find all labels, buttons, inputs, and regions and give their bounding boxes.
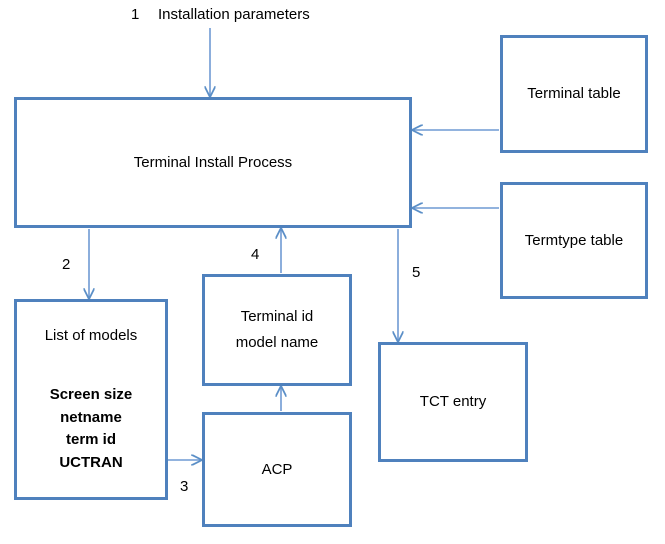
step-number-2: 2 xyxy=(62,256,71,273)
node-list-of-models: List of models Screen size netname term … xyxy=(14,299,168,500)
node-label-list-of-models-fields: Screen size netname term id UCTRAN xyxy=(49,386,133,471)
node-terminal-install-process: Terminal Install Process xyxy=(14,97,412,228)
node-label-acp: ACP xyxy=(261,460,293,478)
step-number-1: 1 xyxy=(131,6,140,23)
node-acp: ACP xyxy=(202,412,352,527)
node-tct-entry: TCT entry xyxy=(378,342,528,462)
node-termtype-table: Termtype table xyxy=(500,182,648,299)
node-terminal-table: Terminal table xyxy=(500,35,648,153)
step-number-3: 3 xyxy=(180,478,189,495)
node-label-terminal-id-model-name: Terminal id model name xyxy=(235,307,319,351)
caption-installation-parameters: Installation parameters xyxy=(158,6,310,23)
node-terminal-id-model-name: Terminal id model name xyxy=(202,274,352,386)
node-label-list-of-models-title: List of models xyxy=(44,327,138,344)
step-number-4: 4 xyxy=(251,246,260,263)
node-label-terminal-install-process: Terminal Install Process xyxy=(133,153,293,171)
node-label-terminal-table: Terminal table xyxy=(527,85,621,103)
node-label-termtype-table: Termtype table xyxy=(524,231,624,249)
node-label-tct-entry: TCT entry xyxy=(419,393,487,411)
step-number-5: 5 xyxy=(412,264,421,281)
node-label-list-of-models: List of models Screen size netname term … xyxy=(45,303,138,497)
